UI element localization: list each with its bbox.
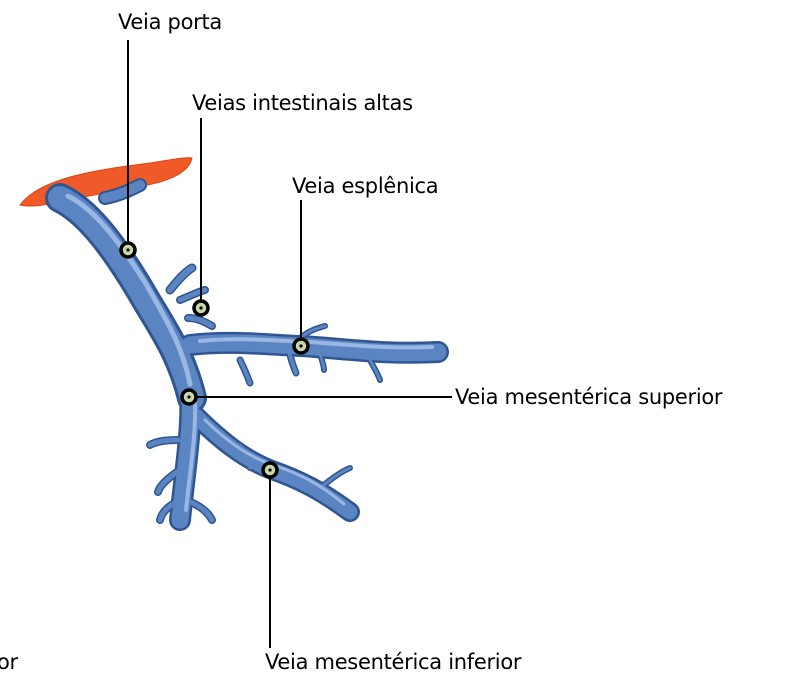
label-inferior-mesenteric-vein: Veia mesentérica inferior <box>265 650 521 674</box>
label-left-edge-fragment: or <box>0 650 18 674</box>
label-upper-intestinal-veins: Veias intestinais altas <box>192 91 413 115</box>
label-splenic-vein: Veia esplênica <box>292 174 438 198</box>
label-portal-vein: Veia porta <box>118 10 222 34</box>
vein-tree <box>60 185 438 520</box>
label-superior-mesenteric-vein: Veia mesentérica superior <box>455 385 722 409</box>
